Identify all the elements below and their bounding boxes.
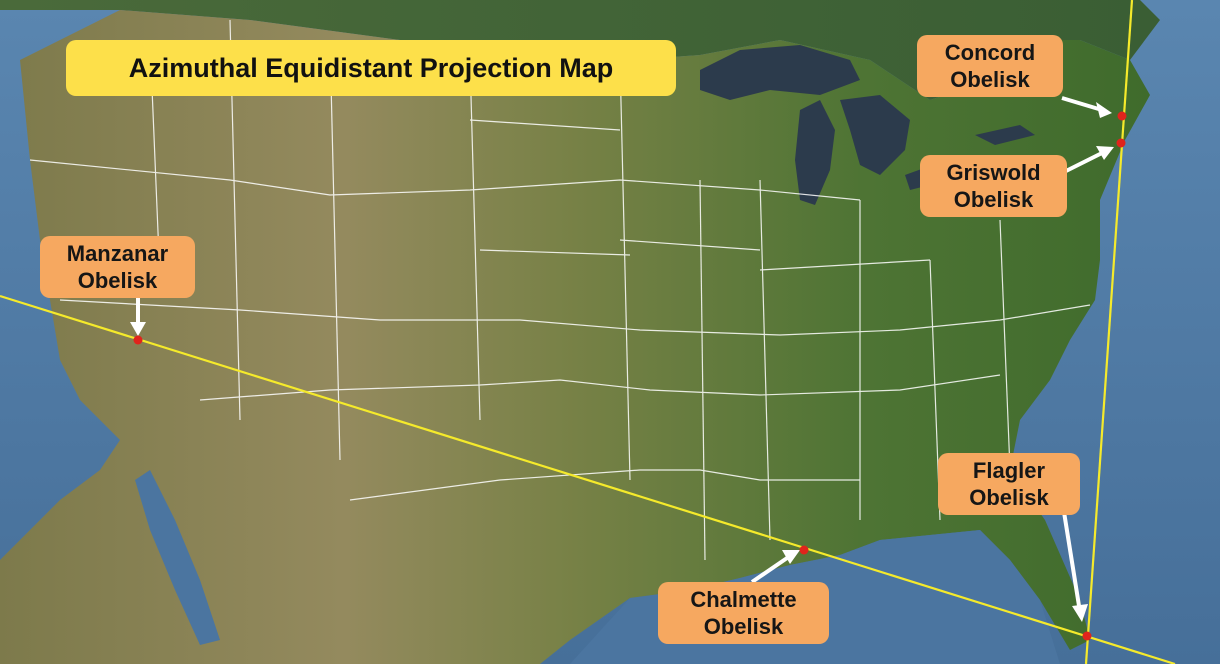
label-line-2: Obelisk [969,485,1049,510]
label-griswold-obelisk: Griswold Obelisk [920,155,1067,217]
arrow-flagler [1062,511,1082,613]
lake-superior [700,45,860,100]
label-line-2: Obelisk [953,187,1034,212]
label-line-1: Chalmette [690,587,797,612]
label-line-2: Obelisk [950,67,1030,92]
label-line-2: Obelisk [703,614,784,639]
pointer-arrows [130,96,1114,622]
north-america-landmass [0,10,1150,664]
marker-flagler [1082,631,1092,641]
label-concord-obelisk: Concord Obelisk [917,35,1063,97]
lake-michigan [795,100,835,205]
gulf-of-california [135,470,220,645]
line-manzanar-flagler [0,294,1176,664]
label-line-1: Griswold [946,160,1041,185]
obelisk-markers [133,111,1127,641]
state-borders [29,19,1091,561]
marker-griswold [1116,138,1126,148]
arrow-concord [1061,96,1103,112]
label-line-1: Flagler [972,458,1046,483]
line-concord-flagler [1084,0,1134,664]
marker-chalmette [799,545,809,555]
arrow-chalmette [750,554,792,584]
marker-manzanar [133,335,143,345]
label-chalmette-obelisk: Chalmette Obelisk [658,582,829,644]
arrow-griswold [1063,150,1105,174]
label-flagler-obelisk: Flagler Obelisk [938,453,1080,515]
lake-ontario [975,125,1035,145]
lake-huron [840,95,910,175]
label-line-1: Concord [944,40,1036,65]
marker-concord [1117,111,1127,121]
label-manzanar-obelisk: Manzanar Obelisk [40,236,195,298]
label-line-1: Manzanar [66,241,169,266]
projection-lines [0,0,1176,664]
label-line-2: Obelisk [77,268,158,293]
map-title: Azimuthal Equidistant Projection Map [66,40,676,96]
